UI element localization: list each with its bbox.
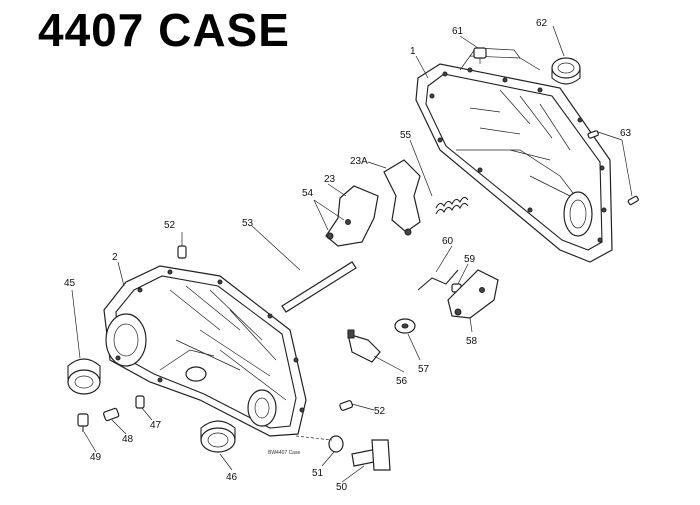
diagram-caption: BW4407 Case <box>268 450 300 456</box>
callout-52-lower: 52 <box>374 406 386 417</box>
callout-49: 49 <box>90 452 102 463</box>
part-23-shift-fork <box>325 185 379 247</box>
part-49-plug <box>77 413 89 432</box>
part-52-plug-upper <box>177 245 187 259</box>
part-51-seal <box>328 435 344 453</box>
part-52-plug-lower <box>339 400 354 411</box>
callout-58: 58 <box>466 336 478 347</box>
part-62-bearing <box>551 57 581 85</box>
callout-51: 51 <box>312 468 324 479</box>
callout-47: 47 <box>150 420 162 431</box>
callout-53: 53 <box>242 218 254 229</box>
part-57-washer <box>394 318 416 334</box>
part-46-bearing <box>200 420 236 453</box>
part-23a-shift-fork <box>383 159 421 236</box>
callout-57: 57 <box>418 364 430 375</box>
callout-50: 50 <box>336 482 348 493</box>
part-61-plug <box>473 47 487 64</box>
callout-59: 59 <box>464 254 476 265</box>
callout-55: 55 <box>400 130 412 141</box>
callout-61: 61 <box>452 26 464 37</box>
leader-lines <box>71 25 633 483</box>
callout-1: 1 <box>410 46 416 57</box>
front-case-half <box>103 265 307 437</box>
callout-60: 60 <box>442 236 454 247</box>
callout-2: 2 <box>112 252 118 263</box>
part-56-speed-sensor <box>347 329 381 363</box>
callout-52-upper: 52 <box>164 220 176 231</box>
callout-56: 56 <box>396 376 408 387</box>
callout-23a: 23A <box>350 156 368 167</box>
callout-63: 63 <box>620 128 632 139</box>
part-47-fitting <box>135 395 145 409</box>
callout-labels: 1 2 23 23A 45 46 47 48 49 50 51 52 52 53… <box>64 18 632 493</box>
part-53-shift-rail <box>281 261 357 313</box>
callout-45: 45 <box>64 278 76 289</box>
rear-case-half <box>415 47 613 263</box>
part-60-detent-wire <box>417 269 459 291</box>
part-48-vent <box>103 407 120 422</box>
part-50-shift-lever <box>351 439 391 471</box>
diagram-title: 4407 CASE <box>38 4 290 56</box>
callout-46: 46 <box>226 472 238 483</box>
part-45-bearing <box>67 358 101 395</box>
part-63-dowels <box>587 130 639 206</box>
callout-23: 23 <box>324 174 336 185</box>
callout-54: 54 <box>302 188 314 199</box>
part-58-bracket <box>447 269 499 319</box>
callout-62: 62 <box>536 18 548 29</box>
callout-48: 48 <box>122 434 134 445</box>
part-55-spring <box>435 196 469 215</box>
